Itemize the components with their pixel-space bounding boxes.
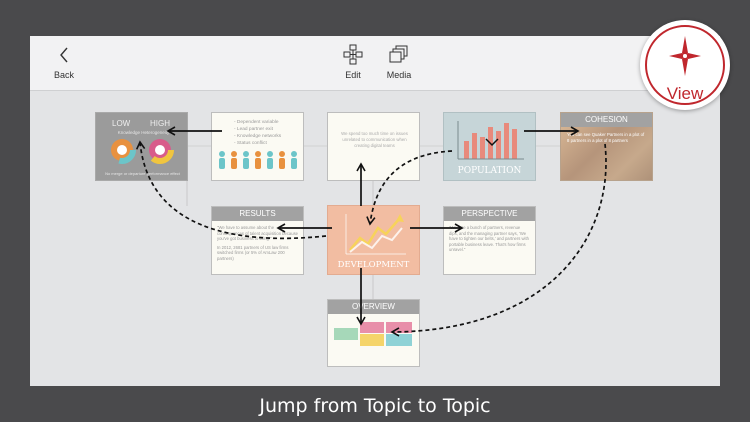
caption-text: Jump from Topic to Topic (259, 395, 491, 417)
slide-population[interactable]: POPULATION (443, 112, 536, 181)
results-stat: In 2012, 2681 partners of US law firms s… (217, 244, 289, 261)
bullet-2: - Lead partner exit (234, 127, 273, 132)
ipad-screen: Back Edit (30, 36, 720, 386)
slide-overview[interactable]: OVERVIEW (327, 299, 420, 367)
overview-title: OVERVIEW (328, 300, 419, 314)
population-title: POPULATION (457, 166, 522, 176)
edit-label: Edit (345, 70, 361, 80)
chevron-left-icon (50, 42, 78, 68)
slide-dependent-variable[interactable]: - Dependent variable - Lead partner exit… (211, 112, 304, 181)
slide-perspective[interactable]: PERSPECTIVE "We lose a bunch of partners… (443, 206, 536, 275)
high-label: HIGH (150, 119, 170, 128)
population-bar-chart (457, 121, 524, 160)
edit-nodes-icon (338, 42, 368, 68)
perspective-quote: "We lose a bunch of partners, revenue di… (449, 225, 529, 252)
slide-development[interactable]: DEVELOPMENT (327, 205, 420, 275)
quote-text: We spend too much time on issues unrelat… (341, 131, 408, 148)
bullet-4: - Status conflict (234, 141, 267, 146)
people-figures-icon (219, 151, 297, 169)
edit-button[interactable]: Edit (338, 42, 368, 80)
view-label: View (666, 84, 704, 103)
overview-sticky-notes (334, 322, 412, 346)
back-button[interactable]: Back (50, 42, 78, 80)
slide-low-high[interactable]: LOW HIGH Knowledge Heterogeneity No merg… (95, 112, 188, 181)
top-toolbar: Back Edit (30, 36, 720, 91)
media-button[interactable]: Media (384, 42, 414, 80)
merge-footer-text: No merge or departure performance effect (105, 171, 180, 176)
media-stack-icon (384, 42, 414, 68)
bullet-1: - Dependent variable (234, 120, 279, 125)
cohesion-title: COHESION (561, 113, 652, 127)
media-label: Media (386, 70, 412, 80)
development-growth-chart (345, 214, 406, 255)
view-mode-badge[interactable]: View (640, 20, 730, 110)
slide-cohesion[interactable]: COHESION You can see Quaker Partners in … (560, 112, 653, 181)
bullet-3: - Knowledge networks (234, 134, 282, 139)
heterogeneity-label: Knowledge Heterogeneity (117, 130, 170, 135)
compass-icon (669, 36, 701, 76)
results-quote: "We have to assume about the consequence… (217, 225, 299, 241)
development-title: DEVELOPMENT (337, 260, 410, 270)
donut-charts (108, 137, 174, 164)
slide-quote[interactable]: We spend too much time on issues unrelat… (327, 112, 420, 181)
topic-map-canvas: LOW HIGH Knowledge Heterogeneity No merg… (30, 91, 720, 386)
cohesion-text: You can see Quaker Partners in a plot of… (567, 132, 645, 143)
perspective-title: PERSPECTIVE (444, 207, 535, 221)
results-title: RESULTS (212, 207, 303, 221)
back-label: Back (53, 70, 74, 80)
slide-results[interactable]: RESULTS "We have to assume about the con… (211, 206, 304, 275)
low-label: LOW (112, 119, 131, 128)
